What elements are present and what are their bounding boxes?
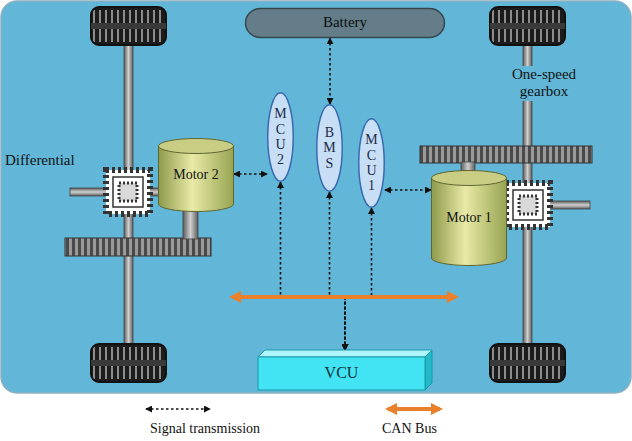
node-text: MCU1 [365, 132, 379, 194]
vcu-box: VCU [258, 350, 432, 390]
signal-connector [281, 182, 346, 350]
signal-connector [385, 189, 431, 191]
wheel [91, 7, 166, 45]
ellipse-outline [359, 119, 385, 208]
wheel [490, 7, 565, 45]
cylinder-edge [431, 178, 432, 258]
cylinder-edge [158, 146, 159, 204]
node-text: VCU [325, 364, 359, 382]
cylinder-top [432, 171, 507, 186]
signal-connector [234, 173, 267, 175]
box-side-face [425, 350, 432, 390]
signal-legend-sample [146, 408, 210, 410]
can-bus-legend-sample [388, 407, 440, 411]
node-text: Battery [323, 14, 367, 31]
legend-text: Signal transmission [150, 421, 260, 437]
battery-box: Battery [245, 8, 445, 38]
motor-cylinder: Motor 1 [431, 170, 507, 266]
differential-symbol [506, 183, 550, 227]
battery-outline [246, 9, 445, 38]
cylinder-body [159, 146, 234, 204]
vehicle-body [1, 1, 631, 393]
cylinder-body [159, 146, 234, 204]
signal-connector [345, 208, 372, 350]
legend-text: CAN Bus [382, 421, 437, 437]
ellipse-outline [317, 105, 343, 192]
node-text: Motor 1 [446, 210, 492, 226]
wheel [91, 344, 166, 382]
cylinder-body [432, 178, 507, 258]
motor-cylinder: Motor 2 [158, 138, 234, 212]
differential-symbol [106, 170, 150, 214]
cylinder-body [432, 178, 507, 258]
controller-ellipse: BMS [316, 104, 343, 192]
part-label: One-speed gearbox [494, 66, 594, 101]
controller-ellipse: MCU2 [267, 92, 294, 182]
node-text: MCU2 [274, 106, 288, 168]
ellipse-outline [268, 93, 294, 182]
box-top-face [258, 350, 432, 357]
signal-connector [330, 192, 346, 350]
node-text: BMS [323, 125, 337, 171]
one-speed-gearbox [420, 146, 592, 163]
part-label: Differential [3, 152, 77, 169]
reduction-gear [65, 238, 211, 256]
controller-ellipse: MCU1 [358, 118, 385, 208]
box-front-face [258, 357, 425, 390]
cylinder-top [159, 139, 234, 154]
cylinder-edge [233, 146, 234, 204]
wheel [490, 344, 565, 382]
node-text: Motor 2 [173, 167, 219, 183]
signal-connector [329, 38, 331, 104]
cylinder-edge [506, 178, 507, 258]
can-bus [232, 295, 456, 299]
